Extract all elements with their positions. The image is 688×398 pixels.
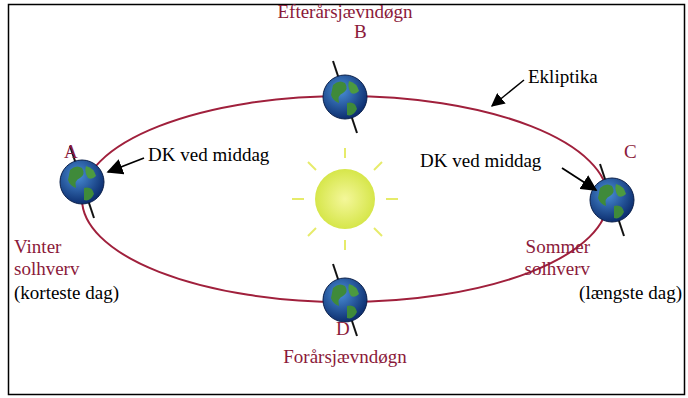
season-name: Vinter solhverv xyxy=(14,236,106,280)
position-letter: A xyxy=(64,141,78,163)
day-note: (længste dag) xyxy=(579,282,682,304)
pointer-label: DK ved middag xyxy=(148,144,269,166)
season-name: Sommer solhverv xyxy=(496,236,590,280)
position-letter: C xyxy=(624,141,637,163)
day-note: (korteste dag) xyxy=(14,282,119,304)
season-name: Efterårsjævndøgn xyxy=(277,1,412,23)
position-letter: B xyxy=(354,21,367,43)
pointer-label: DK ved middag xyxy=(420,150,541,172)
orbit-label: Ekliptika xyxy=(528,66,598,88)
position-letter: D xyxy=(336,318,350,340)
season-name: Forårsjævndøgn xyxy=(283,346,407,368)
